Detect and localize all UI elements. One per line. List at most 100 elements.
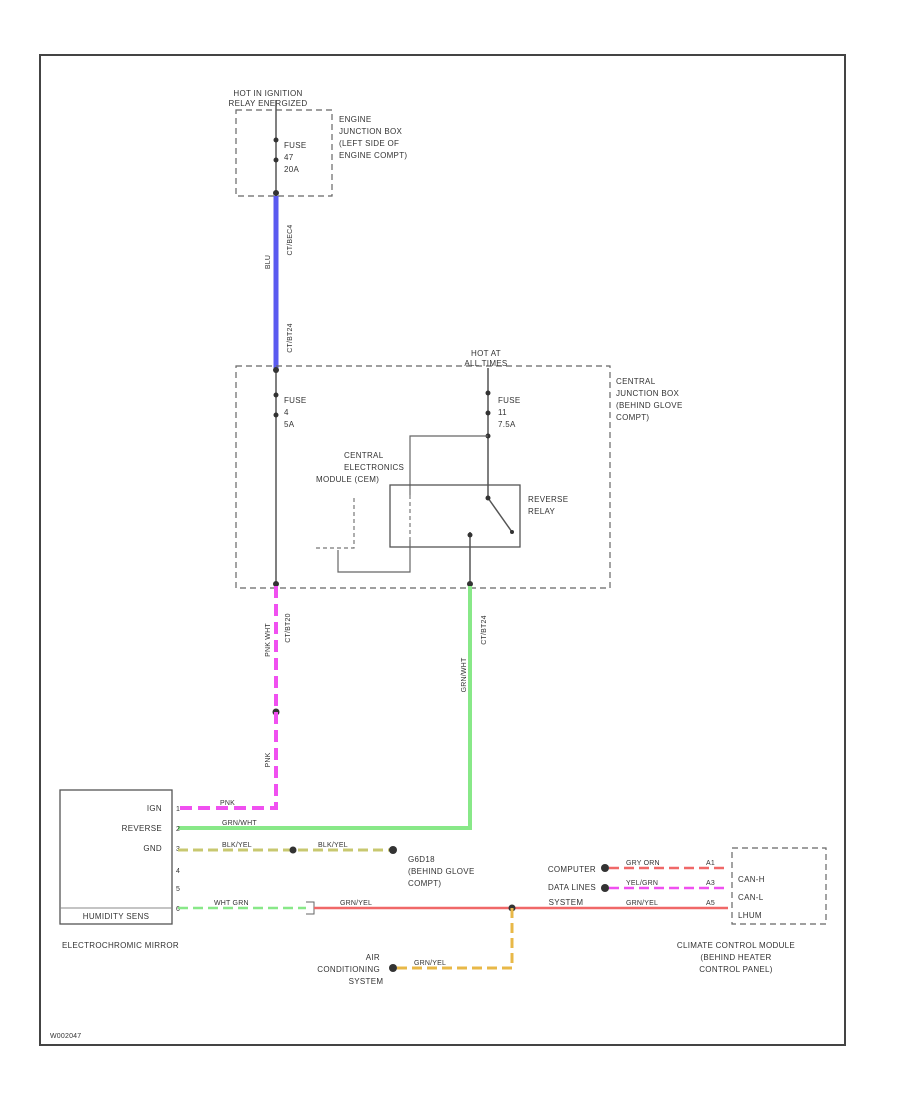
- central-jbox-outline: [235, 365, 611, 589]
- fuse4-rating: 5A: [284, 420, 295, 429]
- central-junction-box: HOT AT ALL TIMES CENTRAL JUNCTION BOX (B…: [235, 349, 683, 589]
- electrochromic-mirror: IGN REVERSE GND HUMIDITY SENS 1 2 3 4 5 …: [59, 789, 180, 950]
- cdl-label3: SYSTEM: [549, 898, 584, 907]
- cem-label3: MODULE (CEM): [316, 475, 379, 484]
- humidity-wire-label: WHT GRN: [214, 900, 249, 907]
- ccm-pin-lhum: LHUM: [738, 911, 762, 920]
- ccm-pin-canl: CAN-L: [738, 893, 764, 902]
- central-jbox-label4: COMPT): [616, 413, 649, 422]
- fuse-terminal: [273, 157, 279, 163]
- cem-label1: CENTRAL: [344, 451, 384, 460]
- mirror-pin-num: 1: [176, 806, 180, 813]
- relay-terminal: [467, 532, 473, 538]
- connector-c2-label: CT/BT24: [287, 323, 294, 352]
- mirror-pin-reverse: REVERSE: [122, 824, 162, 833]
- pink-wire-lower: [178, 712, 278, 810]
- ground-terminal: [389, 846, 397, 854]
- cem-label2: ELECTRONICS: [344, 463, 404, 472]
- data-terminal: [601, 864, 609, 872]
- central-jbox-label2: JUNCTION BOX: [616, 389, 680, 398]
- hot-ignition-line1: HOT IN IGNITION: [233, 89, 302, 98]
- gnd-wire-label: BLK/YEL: [222, 842, 252, 849]
- ac-label2: CONDITIONING: [317, 965, 380, 974]
- fuse11-number: 11: [498, 408, 507, 417]
- ac-branch-wire: [395, 908, 514, 970]
- fuse47-rating: 20A: [284, 165, 299, 174]
- diagram-id: W002047: [50, 1033, 81, 1040]
- ground-label2: (BEHIND GLOVE: [408, 867, 475, 876]
- cem-dashed-link: [314, 498, 355, 549]
- diagram-frame: [39, 54, 846, 1046]
- reverse-relay-label1: REVERSE: [528, 495, 568, 504]
- fuse47-label: FUSE: [284, 141, 307, 150]
- engine-jbox-outline: [235, 109, 333, 197]
- ccm-pin-num: A1: [706, 860, 715, 867]
- green-wire-label: GRN/WHT: [461, 657, 468, 692]
- connector-pin: [273, 190, 279, 196]
- data-wire-3-label: GRN/YEL: [626, 900, 658, 907]
- fuse4-label: FUSE: [284, 396, 307, 405]
- gnd-wire-label2: BLK/YEL: [318, 842, 348, 849]
- ccm-label3: CONTROL PANEL): [699, 965, 773, 974]
- engine-jbox-label2: JUNCTION BOX: [339, 127, 403, 136]
- splice: [289, 846, 297, 854]
- fuse4-number: 4: [284, 408, 289, 417]
- switch-contact: [510, 530, 514, 534]
- fuse-terminal: [273, 412, 279, 418]
- cdl-label2: DATA LINES: [548, 883, 596, 892]
- hot-all-times-line2: ALL TIMES: [464, 359, 507, 368]
- ign-wire-label: PNK: [220, 800, 235, 807]
- fuse-terminal: [485, 390, 491, 396]
- mirror-pin-num: 2: [176, 826, 180, 833]
- ccm-pin-num: A3: [706, 880, 715, 887]
- ac-terminal: [389, 964, 397, 972]
- engine-jbox-label4: ENGINE COMPT): [339, 151, 407, 160]
- fuse47-number: 47: [284, 153, 294, 162]
- reverse-relay-box: [389, 484, 521, 548]
- engine-jbox-label1: ENGINE: [339, 115, 371, 124]
- humidity-wire-label2: GRN/YEL: [340, 900, 372, 907]
- engine-jbox-label3: (LEFT SIDE OF: [339, 139, 399, 148]
- pink-lower-label: PNK: [265, 752, 272, 767]
- pink-wire-label: PNK WHT: [265, 623, 272, 657]
- ground-label3: COMPT): [408, 879, 441, 888]
- ground-label1: G6D18: [408, 855, 435, 864]
- connector-c3-label: CT/BT20: [285, 613, 292, 642]
- blue-wire-label: BLU: [265, 255, 272, 269]
- cdl-label1: COMPUTER: [548, 865, 596, 874]
- mirror-pin-ign: IGN: [147, 804, 162, 813]
- fuse-terminal: [273, 137, 279, 143]
- inline-connector: [306, 901, 315, 915]
- central-jbox-label1: CENTRAL: [616, 377, 656, 386]
- reverse-relay-label2: RELAY: [528, 507, 556, 516]
- connector-pin: [273, 367, 279, 373]
- green-wire: [178, 586, 472, 830]
- ccm-label1: CLIMATE CONTROL MODULE: [677, 941, 795, 950]
- data-terminal: [601, 884, 609, 892]
- data-wire-2-label: YEL/GRN: [626, 880, 658, 887]
- climate-control-module: CAN-H CAN-L LHUM A1 A3 A5 CLIMATE CONTRO…: [677, 847, 827, 974]
- mirror-humidity-sensor: HUMIDITY SENS: [83, 912, 149, 921]
- central-jbox-label3: (BEHIND GLOVE: [616, 401, 683, 410]
- hot-ignition-line2: RELAY ENERGIZED: [229, 99, 308, 108]
- connector-pin: [273, 581, 279, 587]
- mirror-pin-num: 5: [176, 886, 180, 893]
- mirror-pin-num: 6: [176, 906, 180, 913]
- connector-c4-label: CT/BT24: [481, 615, 488, 644]
- ccm-pin-canh: CAN-H: [738, 875, 765, 884]
- connector-pin: [467, 581, 473, 587]
- fuse11-label: FUSE: [498, 396, 521, 405]
- relay-switch-contact: [487, 497, 513, 533]
- mirror-box: [59, 789, 173, 925]
- coil-ground-wire: [337, 540, 411, 573]
- mirror-pin-num: 4: [176, 868, 180, 875]
- mirror-pin-num: 3: [176, 846, 180, 853]
- coil-feed-wire: [409, 435, 488, 495]
- ccm-outline: [731, 847, 827, 925]
- fuse-terminal: [485, 410, 491, 416]
- connector-c1-label: CT/BEC4: [287, 225, 294, 256]
- data-wire-1-label: GRY ORN: [626, 860, 660, 867]
- fuse-terminal: [273, 392, 279, 398]
- switch-pivot: [485, 495, 491, 501]
